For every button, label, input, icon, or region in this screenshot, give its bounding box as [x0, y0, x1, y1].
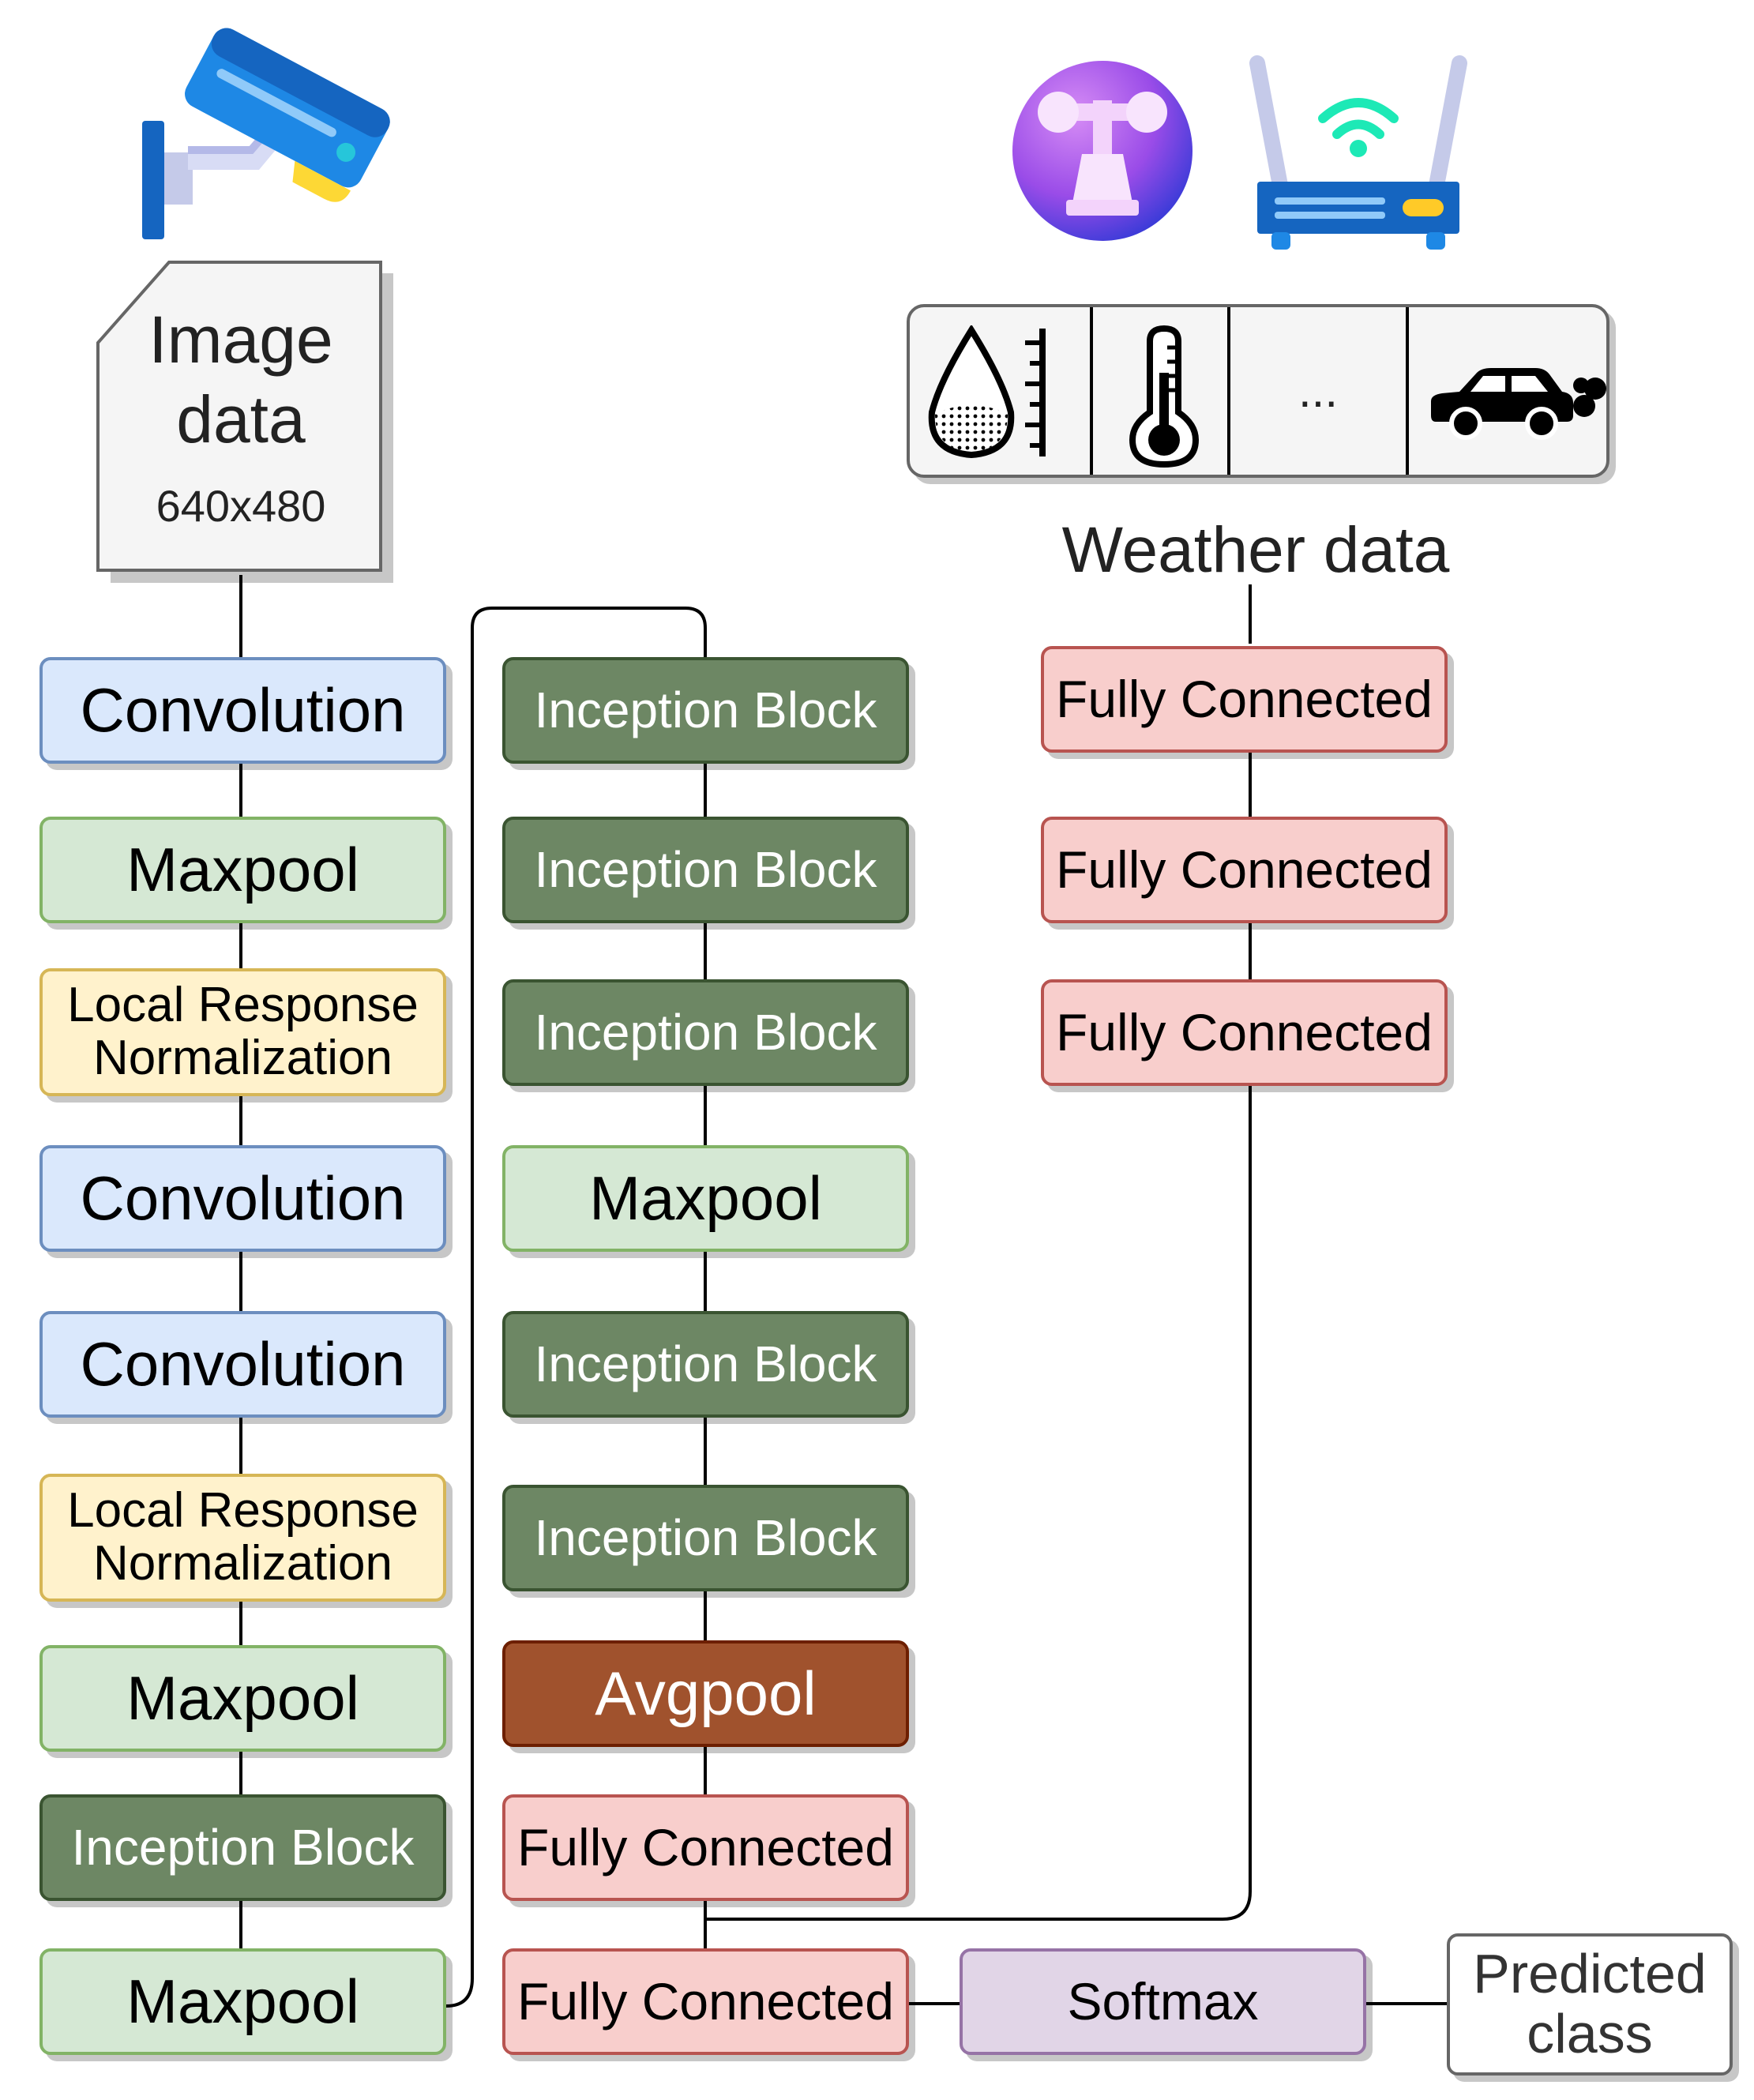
image-data-title-line1: Image	[148, 302, 333, 377]
car-exhaust-icon	[1431, 368, 1606, 440]
left-local-response-normalization-2: Local Response Normalization	[39, 1474, 446, 1602]
anemometer-icon	[1012, 61, 1192, 241]
middle-inception-block-5: Inception Block	[502, 1485, 909, 1591]
raindrop-gauge-icon	[928, 325, 1046, 459]
security-camera-icon	[142, 28, 390, 239]
softmax-box: Softmax	[960, 1948, 1366, 2055]
left-convolution-3: Convolution	[39, 1311, 446, 1418]
image-data-document	[96, 261, 393, 583]
weather-fully-connected-2: Fully Connected	[1041, 817, 1448, 923]
left-convolution-2: Convolution	[39, 1145, 446, 1252]
thermometer-icon	[1129, 325, 1200, 468]
weather-sensor-dividers	[1090, 307, 1409, 475]
predicted-class-box: Predicted class	[1447, 1933, 1733, 2076]
image-data-title: Image data	[103, 300, 379, 460]
image-data-title-line2: data	[176, 381, 306, 456]
left-convolution-1: Convolution	[39, 657, 446, 764]
weather-fully-connected-3: Fully Connected	[1041, 979, 1448, 1086]
left-maxpool-2: Maxpool	[39, 1645, 446, 1752]
left-inception-block: Inception Block	[39, 1794, 446, 1901]
middle-maxpool: Maxpool	[502, 1145, 909, 1252]
weather-data-label: Weather data	[1061, 514, 1450, 586]
image-resolution: 640x480	[156, 481, 326, 531]
middle-inception-block-3: Inception Block	[502, 979, 909, 1086]
middle-inception-block-4: Inception Block	[502, 1311, 909, 1418]
weather-fully-connected-1: Fully Connected	[1041, 646, 1448, 753]
left-maxpool-3: Maxpool	[39, 1948, 446, 2055]
wifi-router-icon	[1249, 55, 1467, 250]
left-maxpool-1: Maxpool	[39, 817, 446, 923]
middle-inception-block-2: Inception Block	[502, 817, 909, 923]
left-local-response-normalization-1: Local Response Normalization	[39, 968, 446, 1096]
middle-inception-block-1: Inception Block	[502, 657, 909, 764]
middle-fully-connected-2: Fully Connected	[502, 1948, 909, 2055]
middle-avgpool: Avgpool	[502, 1640, 909, 1747]
middle-fully-connected-1: Fully Connected	[502, 1794, 909, 1901]
weather-ellipsis: ...	[1298, 364, 1338, 417]
